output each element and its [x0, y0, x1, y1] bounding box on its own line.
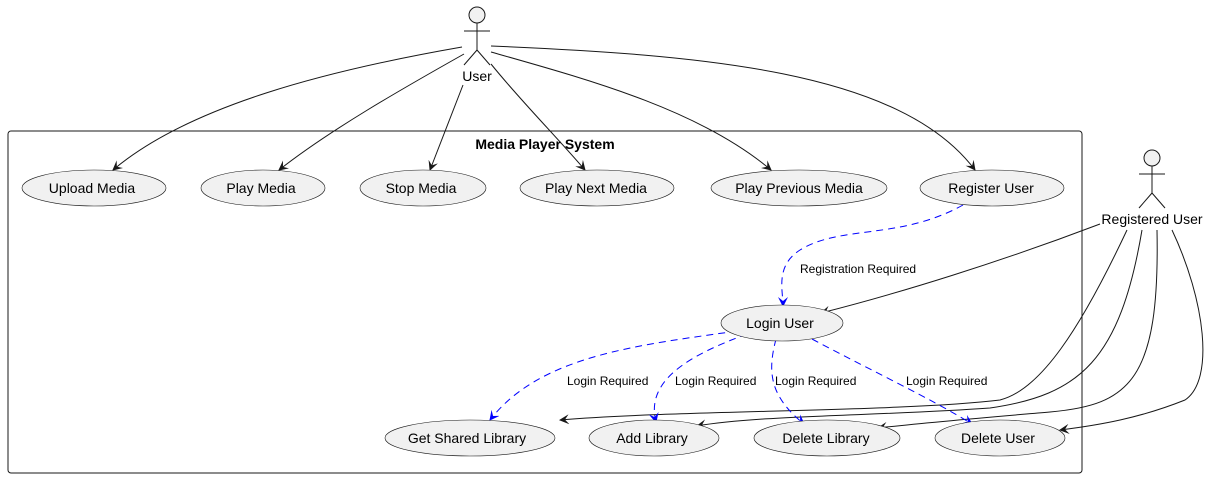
usecase-login-user[interactable]: Login User: [720, 304, 844, 342]
actor-user-label: User: [462, 68, 492, 84]
registered-user-associations: [559, 223, 1204, 434]
assoc-registered-user-delete-library: [877, 229, 1158, 432]
usecase-play-media-label: Play Media: [226, 180, 295, 196]
usecase-play-media[interactable]: Play Media: [200, 169, 326, 207]
dependencies: [489, 204, 973, 425]
usecase-get-shared-library[interactable]: Get Shared Library: [384, 419, 556, 457]
usecase-login-user-label: Login User: [746, 315, 814, 331]
usecase-stop-media[interactable]: Stop Media: [359, 169, 487, 207]
usecase-stop-media-label: Stop Media: [386, 180, 457, 196]
system-title: Media Player System: [475, 136, 614, 152]
actor-registered-user-label: Registered User: [1101, 211, 1202, 227]
usecase-play-previous-media[interactable]: Play Previous Media: [710, 169, 888, 207]
assoc-registered-user-get-shared-library: [559, 229, 1128, 425]
actor-user[interactable]: User: [462, 6, 492, 84]
usecase-upload-media[interactable]: Upload Media: [21, 169, 167, 207]
assoc-registered-user-delete-user: [1059, 229, 1204, 434]
usecase-play-next-media-label: Play Next Media: [545, 180, 647, 196]
label-registration-required: Registration Required: [800, 262, 916, 276]
system-boundary: Media Player System: [7, 130, 1083, 474]
assoc-user-play-media: [278, 53, 465, 171]
label-login-required: Login Required: [906, 374, 987, 388]
edge-labels: Registration Required Login Required Log…: [567, 262, 987, 388]
label-login-required: Login Required: [775, 374, 856, 388]
label-login-required: Login Required: [675, 374, 756, 388]
dep-login-delete-user: [811, 338, 973, 425]
usecase-delete-library[interactable]: Delete Library: [753, 419, 901, 457]
usecase-play-next-media[interactable]: Play Next Media: [519, 169, 675, 207]
usecase-add-library-label: Add Library: [616, 430, 688, 446]
usecase-delete-user-label: Delete User: [961, 430, 1035, 446]
dep-register-login: [777, 204, 964, 307]
assoc-user-upload-media: [112, 46, 463, 171]
label-login-required: Login Required: [567, 374, 648, 388]
usecase-add-library[interactable]: Add Library: [588, 419, 720, 457]
assoc-user-stop-media: [428, 84, 464, 171]
usecase-upload-media-label: Upload Media: [49, 180, 136, 196]
assoc-registered-user-add-library: [696, 229, 1143, 430]
assoc-user-play-next-media: [490, 63, 586, 171]
usecase-register-user-label: Register User: [948, 180, 1034, 196]
assoc-user-play-previous-media: [490, 51, 772, 171]
assoc-registered-user-login-user: [820, 223, 1101, 316]
assoc-user-register-user: [490, 45, 976, 171]
usecase-play-previous-media-label: Play Previous Media: [735, 180, 863, 196]
usecase-delete-library-label: Delete Library: [782, 430, 869, 446]
usecase-delete-user[interactable]: Delete User: [934, 419, 1066, 457]
dep-login-add-library: [648, 333, 748, 423]
dep-login-get-shared-library: [489, 330, 738, 421]
stick-figure-icon: [1138, 149, 1166, 209]
user-associations: [112, 45, 976, 171]
actor-registered-user[interactable]: Registered User: [1101, 149, 1203, 227]
usecase-register-user[interactable]: Register User: [919, 169, 1065, 207]
stick-figure-icon: [463, 6, 491, 66]
usecase-get-shared-library-label: Get Shared Library: [408, 430, 526, 446]
